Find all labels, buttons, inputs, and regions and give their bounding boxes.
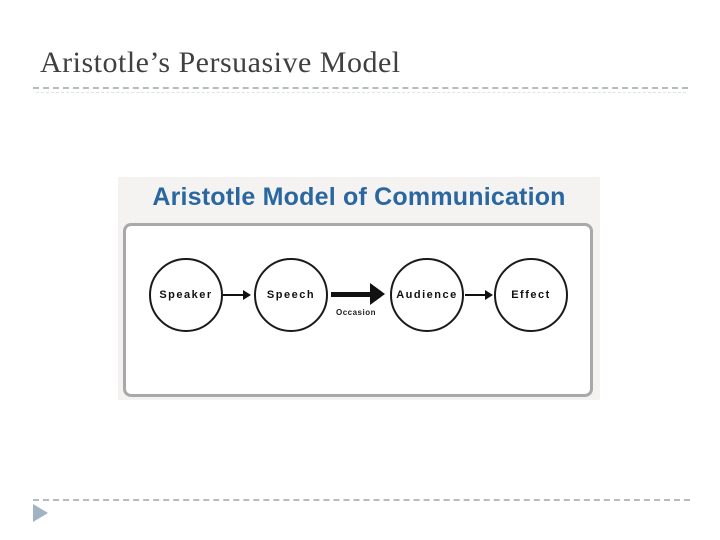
node-effect: Effect [494, 258, 568, 332]
arrow-shaft [223, 294, 244, 296]
node-audience: Audience [390, 258, 464, 332]
communication-model-figure: Aristotle Model of Communication Speaker… [118, 177, 600, 400]
node-speech: Speech [254, 258, 328, 332]
footer-divider-dashed-line [33, 499, 690, 501]
arrow-head [485, 290, 493, 300]
arrow-head [370, 283, 385, 305]
arrow-shaft [465, 294, 486, 296]
node-speaker-label: Speaker [159, 289, 213, 301]
next-slide-triangle-icon [33, 504, 48, 522]
node-audience-label: Audience [396, 289, 458, 301]
diagram-box: Speaker Speech Occasion Audience [123, 223, 593, 397]
arrow-head [243, 290, 251, 300]
arrow-audience-to-effect-icon [465, 289, 493, 301]
occasion-connector-label: Occasion [335, 308, 376, 317]
node-effect-label: Effect [511, 289, 551, 301]
figure-heading: Aristotle Model of Communication [152, 183, 566, 211]
arrow-speaker-to-speech-icon [223, 289, 251, 301]
title-divider-faint-line [36, 92, 686, 93]
arrow-shaft [331, 292, 372, 297]
node-speaker: Speaker [149, 258, 223, 332]
slide-title: Aristotle’s Persuasive Model [40, 46, 401, 79]
title-divider-dashed-line [33, 87, 688, 89]
node-speech-label: Speech [266, 289, 316, 301]
arrow-speech-to-audience-icon [331, 283, 385, 305]
